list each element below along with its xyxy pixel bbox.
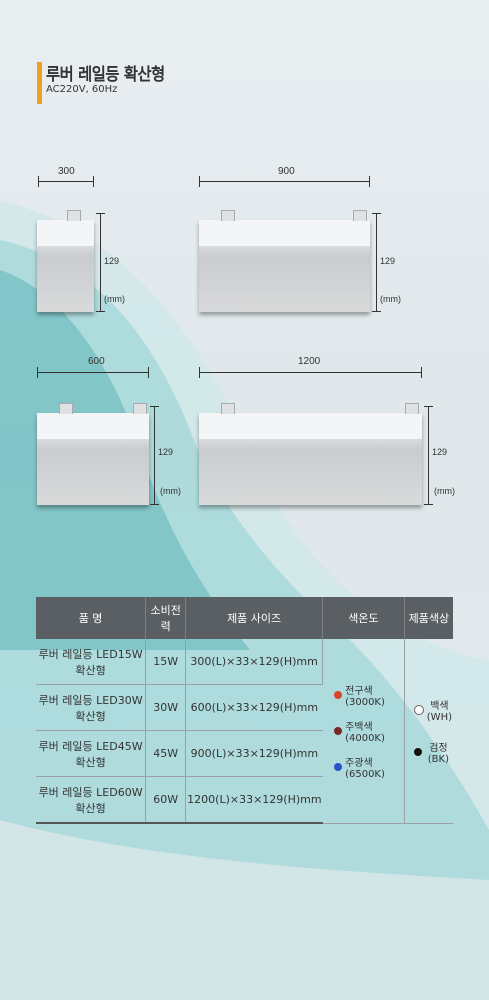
- dim-900-line: [199, 176, 370, 187]
- dim-1200-line: [199, 367, 422, 378]
- row-power: 45W: [145, 730, 187, 777]
- dim-1200-height-label: 129: [432, 447, 448, 457]
- dim-300-height-line: [96, 213, 105, 312]
- table-row: 루버 레일등 LED60W 확산형 60W 1200(L)×33×129(H)m…: [36, 776, 453, 824]
- body-color-cell: 백색(WH) 검정(BK): [404, 639, 453, 824]
- body-color-white: 백색(WH): [413, 697, 452, 723]
- dim-900-label: 900: [278, 166, 295, 177]
- dim-600-unit-label: (mm): [160, 486, 181, 496]
- dim-900-height-line: [372, 213, 381, 312]
- table-row: 루버 레일등 LED30W 확산형 30W 600(L)×33×129(H)mm: [36, 684, 453, 731]
- color-temp-neutral: 주백색(4000K): [334, 718, 403, 744]
- spec-table: 품 명 소비전력 제품 사이즈 색온도 제품색상 루버 레일등 LED15W 확…: [36, 597, 453, 824]
- row-name: 루버 레일등 LED15W 확산형: [36, 639, 147, 685]
- black-dot-icon: [413, 747, 422, 756]
- neutral-dot-icon: [334, 726, 343, 735]
- title-accent-bar: [37, 62, 42, 104]
- dim-1200-label: 1200: [298, 356, 321, 367]
- header-power: 소비전력: [145, 597, 187, 639]
- row-name: 루버 레일등 LED60W 확산형: [36, 776, 147, 824]
- row-size: 600(L)×33×129(H)mm: [185, 684, 323, 731]
- row-size: 900(L)×33×129(H)mm: [185, 730, 323, 777]
- fixture-1200: [199, 403, 422, 505]
- dim-600-label: 600: [88, 356, 105, 367]
- row-power: 15W: [145, 639, 187, 685]
- dim-900-height-label: 129: [380, 256, 396, 266]
- row-size: 1200(L)×33×129(H)mm: [185, 776, 323, 824]
- dim-600-height-label: 129: [158, 447, 174, 457]
- body-color-black: 검정(BK): [413, 739, 452, 765]
- dim-600-height-line: [150, 406, 159, 505]
- header-color-temp: 색온도: [322, 597, 405, 639]
- header-body-color: 제품색상: [404, 597, 453, 639]
- spec-table-header: 품 명 소비전력 제품 사이즈 색온도 제품색상: [36, 597, 453, 639]
- dim-300-unit-label: (mm): [104, 294, 125, 304]
- page-title: 루버 레일등 확산형: [46, 65, 165, 85]
- table-row: 루버 레일등 LED45W 확산형 45W 900(L)×33×129(H)mm: [36, 730, 453, 777]
- daylight-dot-icon: [334, 762, 343, 771]
- fixture-900: [199, 210, 370, 312]
- color-temp-daylight: 주광색(6500K): [334, 754, 403, 780]
- table-row: 루버 레일등 LED15W 확산형 15W 300(L)×33×129(H)mm…: [36, 639, 453, 824]
- fixture-600: [37, 403, 149, 505]
- row-name: 루버 레일등 LED30W 확산형: [36, 684, 147, 731]
- dim-900-unit-label: (mm): [380, 294, 401, 304]
- dim-300-line: [38, 176, 94, 187]
- page-subtitle: AC220V, 60Hz: [46, 84, 118, 95]
- header-name: 품 명: [36, 597, 147, 639]
- row-power: 60W: [145, 776, 187, 824]
- header-size: 제품 사이즈: [185, 597, 324, 639]
- row-name: 루버 레일등 LED45W 확산형: [36, 730, 147, 777]
- dim-1200-height-line: [424, 406, 433, 505]
- dim-1200-unit-label: (mm): [434, 486, 455, 496]
- dim-600-line: [37, 367, 149, 378]
- dim-300-label: 300: [58, 166, 75, 177]
- fixture-300: [37, 210, 94, 312]
- color-temp-cell: 전구색(3000K) 주백색(4000K) 주광색(6500K): [322, 639, 405, 824]
- row-size: 300(L)×33×129(H)mm: [185, 639, 324, 685]
- white-dot-icon: [413, 704, 424, 715]
- color-temp-warm: 전구색(3000K): [334, 682, 403, 708]
- dim-300-height-label: 129: [104, 256, 120, 266]
- warm-dot-icon: [334, 690, 343, 699]
- row-power: 30W: [145, 684, 187, 731]
